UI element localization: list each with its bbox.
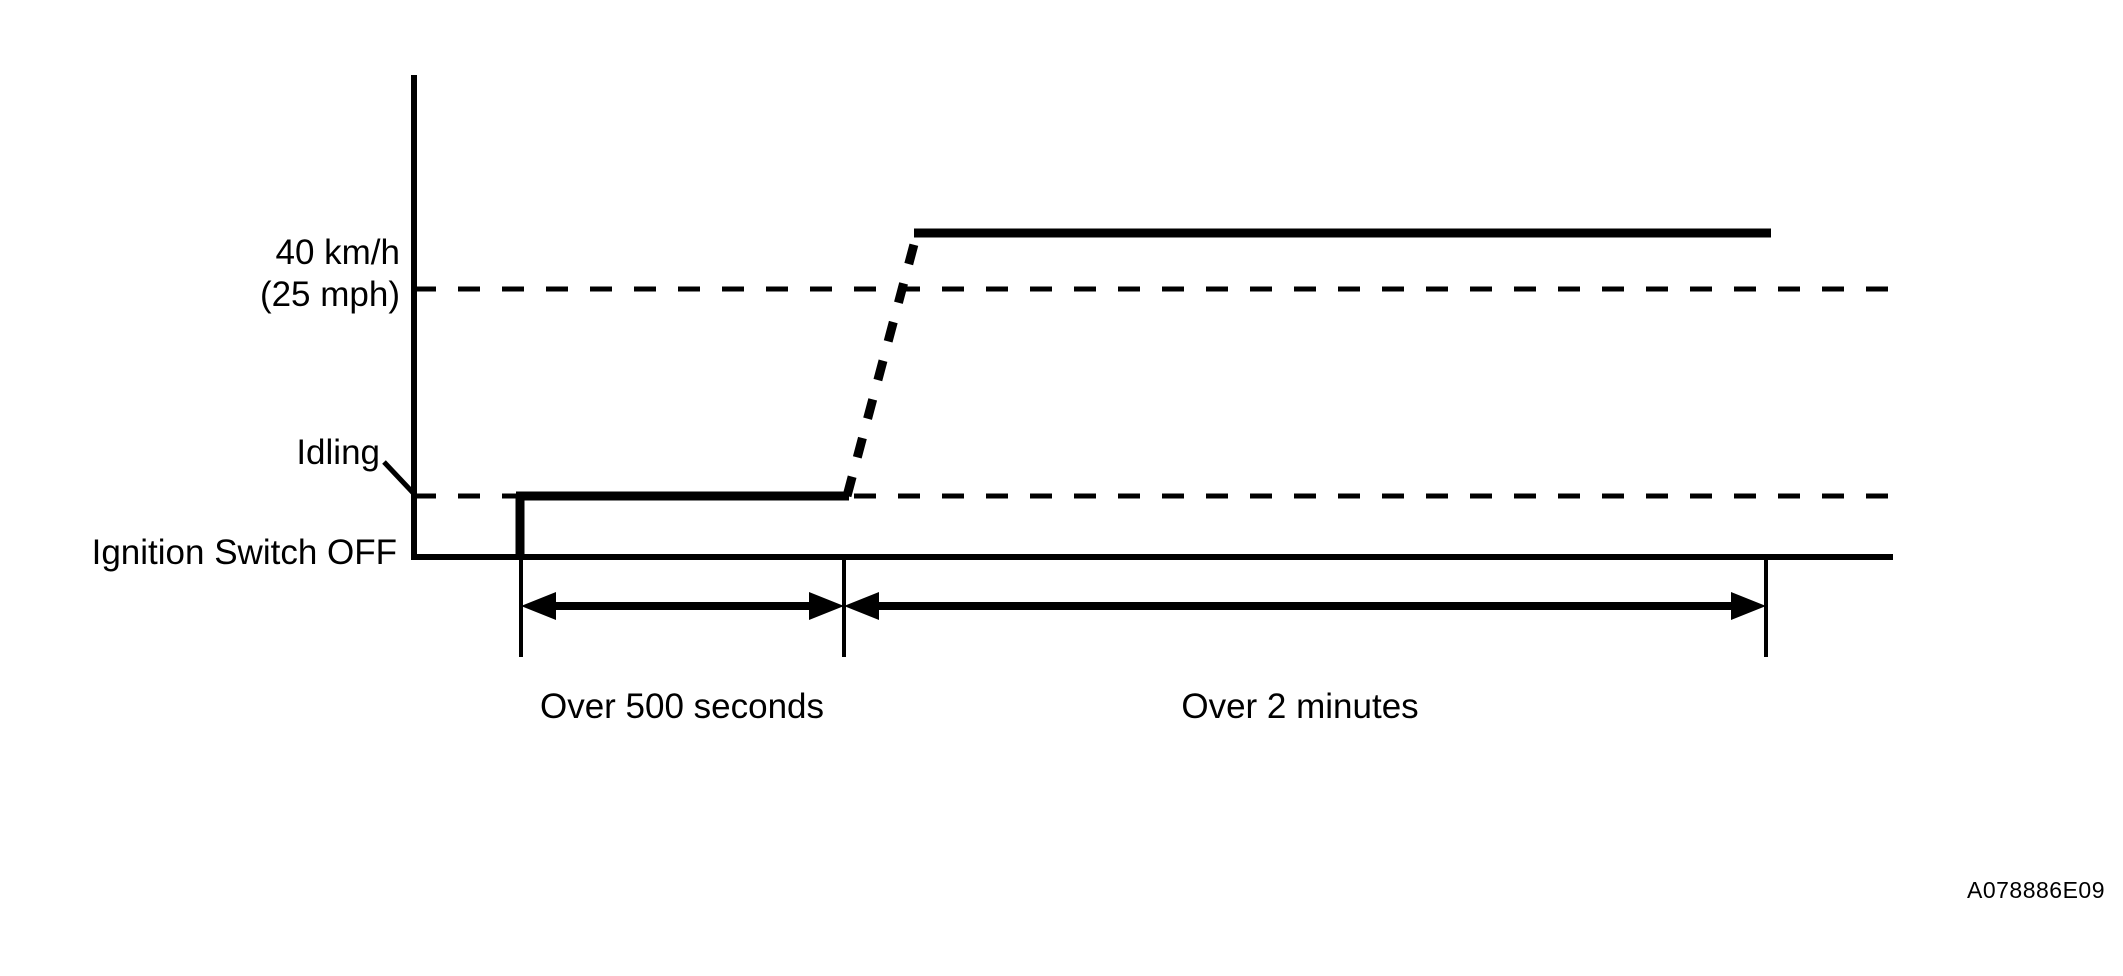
axis-label-40kmh: 40 km/h(25 mph)	[0, 232, 400, 316]
dimension-arrowhead-left-2	[844, 592, 879, 620]
dimension-arrowhead-right-1	[809, 592, 844, 620]
dimension-arrowhead-left-1	[521, 592, 556, 620]
axis-label-40kmh-line1: 40 km/h	[275, 233, 401, 272]
dimension-arrowhead-right-2	[1731, 592, 1766, 620]
axis-label-40kmh-line2: (25 mph)	[259, 275, 400, 314]
idling-leader-line	[382, 460, 419, 499]
duration-label-first: Over 500 seconds	[539, 687, 825, 726]
speed-trace-acceleration-ramp	[842, 231, 922, 498]
duration-label-second: Over 2 minutes	[1181, 687, 1419, 726]
axis-label-idling: Idling	[296, 433, 380, 472]
axis-label-ignition-switch-off: Ignition Switch OFF	[91, 533, 397, 572]
figure-reference-code: A078886E09	[1967, 877, 2106, 903]
